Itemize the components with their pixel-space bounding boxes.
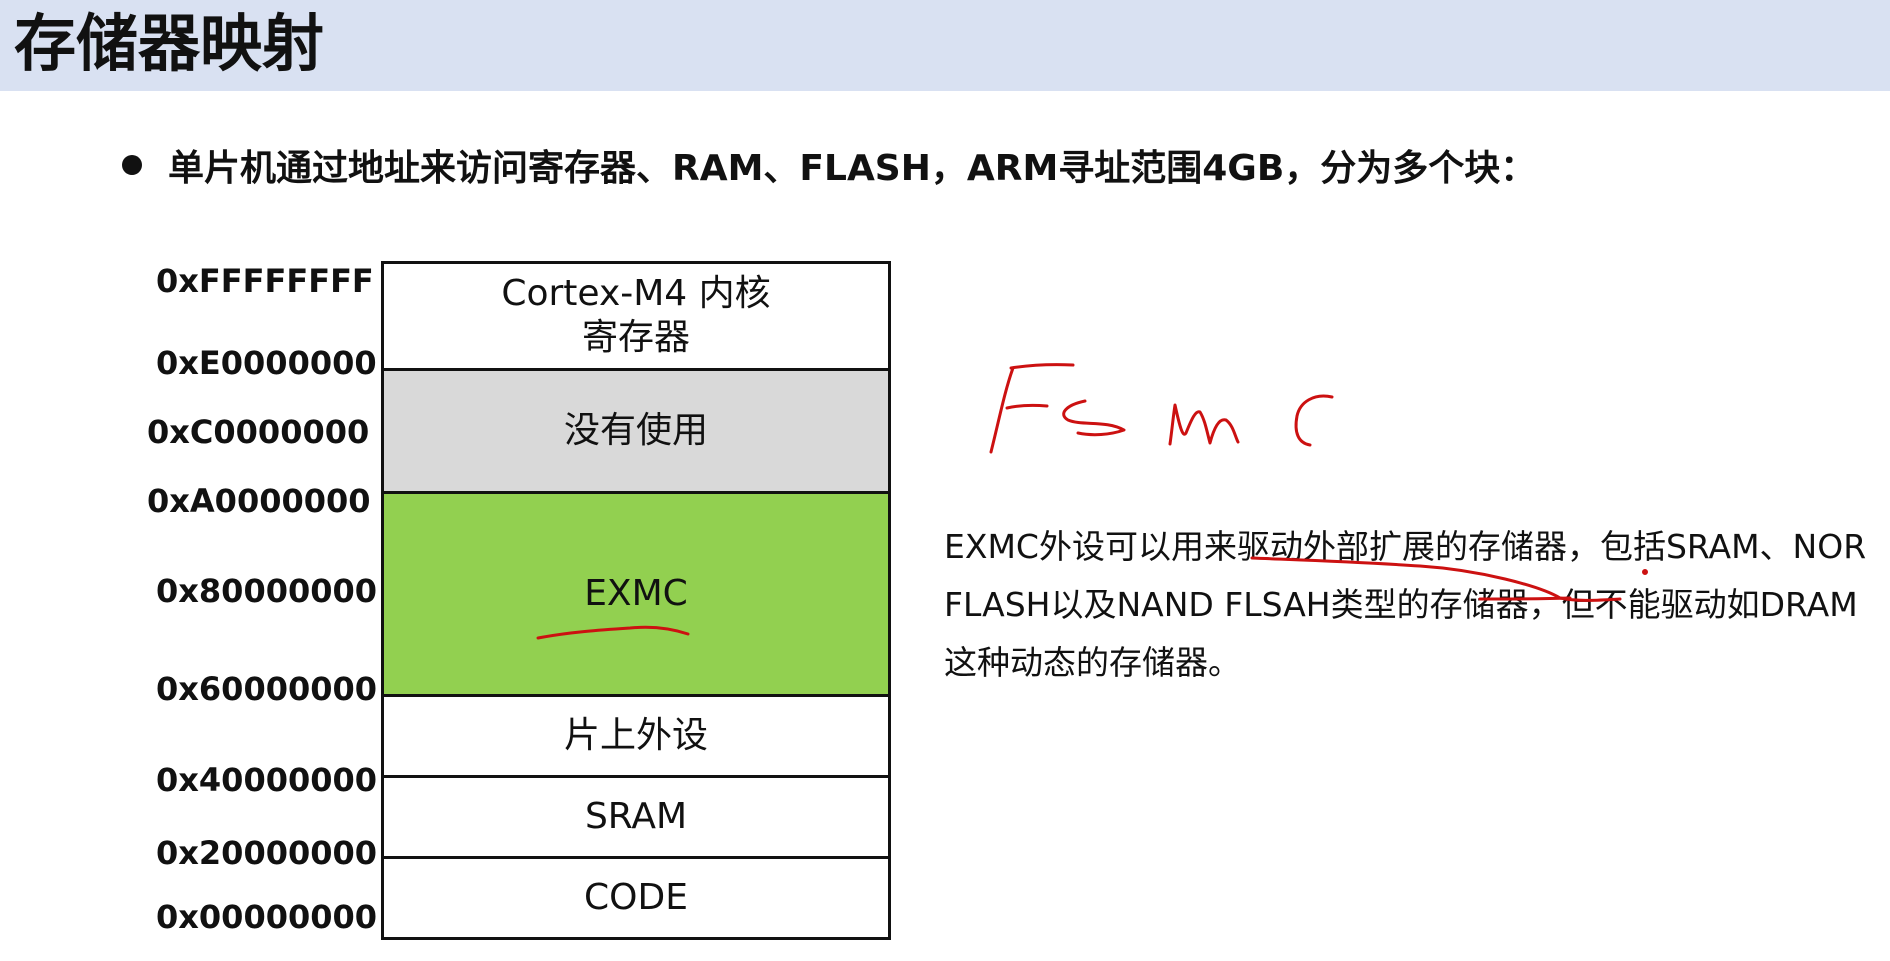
handwritten-fsmc-letter-f: [989, 366, 1015, 454]
memory-block-label: SRAM: [584, 796, 688, 837]
memory-block-label: 没有使用: [563, 410, 708, 451]
address-label: 0x60000000: [156, 670, 378, 708]
address-label: 0xFFFFFFFF: [156, 262, 374, 300]
bullet-dot-icon: [122, 155, 142, 175]
bullet-text: 单片机通过地址来访问寄存器、RAM、FLASH，ARM寻址范围4GB，分为多个块…: [168, 148, 1537, 189]
address-label: 0x00000000: [156, 898, 378, 936]
address-label: 0x40000000: [156, 761, 378, 799]
address-label: 0xC0000000: [147, 413, 370, 451]
bullet-point: 单片机通过地址来访问寄存器、RAM、FLASH，ARM寻址范围4GB，分为多个块…: [122, 140, 1536, 190]
memory-block-label: CODE: [584, 877, 688, 918]
title-bar: 存储器映射: [0, 0, 1890, 91]
description-text: EXMC外设可以用来驱动外部扩展的存储器，包括SRAM、NOR FLASH以及N…: [944, 527, 1867, 682]
memory-block-label: Cortex-M4 内核 寄存器: [501, 273, 771, 358]
memory-block-peripherals: 片上外设: [381, 694, 891, 778]
memory-block-sram: SRAM: [381, 775, 891, 859]
address-label: 0xA0000000: [147, 482, 371, 520]
memory-block-unused: 没有使用: [381, 368, 891, 494]
memory-block-core-registers: Cortex-M4 内核 寄存器: [381, 261, 891, 371]
handwritten-fsmc-letter-m: [1168, 403, 1240, 446]
handwritten-fsmc-letter-f: [1009, 363, 1075, 370]
memory-block-exmc: EXMC: [381, 491, 891, 697]
memory-block-label: 片上外设: [563, 715, 708, 756]
address-label: 0x80000000: [156, 572, 378, 610]
address-label: 0x20000000: [156, 834, 378, 872]
memory-block-code: CODE: [381, 856, 891, 940]
handwritten-fsmc-letter-s: [1062, 399, 1126, 437]
address-label: 0xE0000000: [156, 344, 377, 382]
handwritten-fsmc-letter-c: [1294, 394, 1334, 447]
memory-block-label: EXMC: [584, 573, 688, 614]
page-title: 存储器映射: [14, 7, 325, 80]
handwritten-fsmc-letter-f: [1005, 403, 1049, 410]
